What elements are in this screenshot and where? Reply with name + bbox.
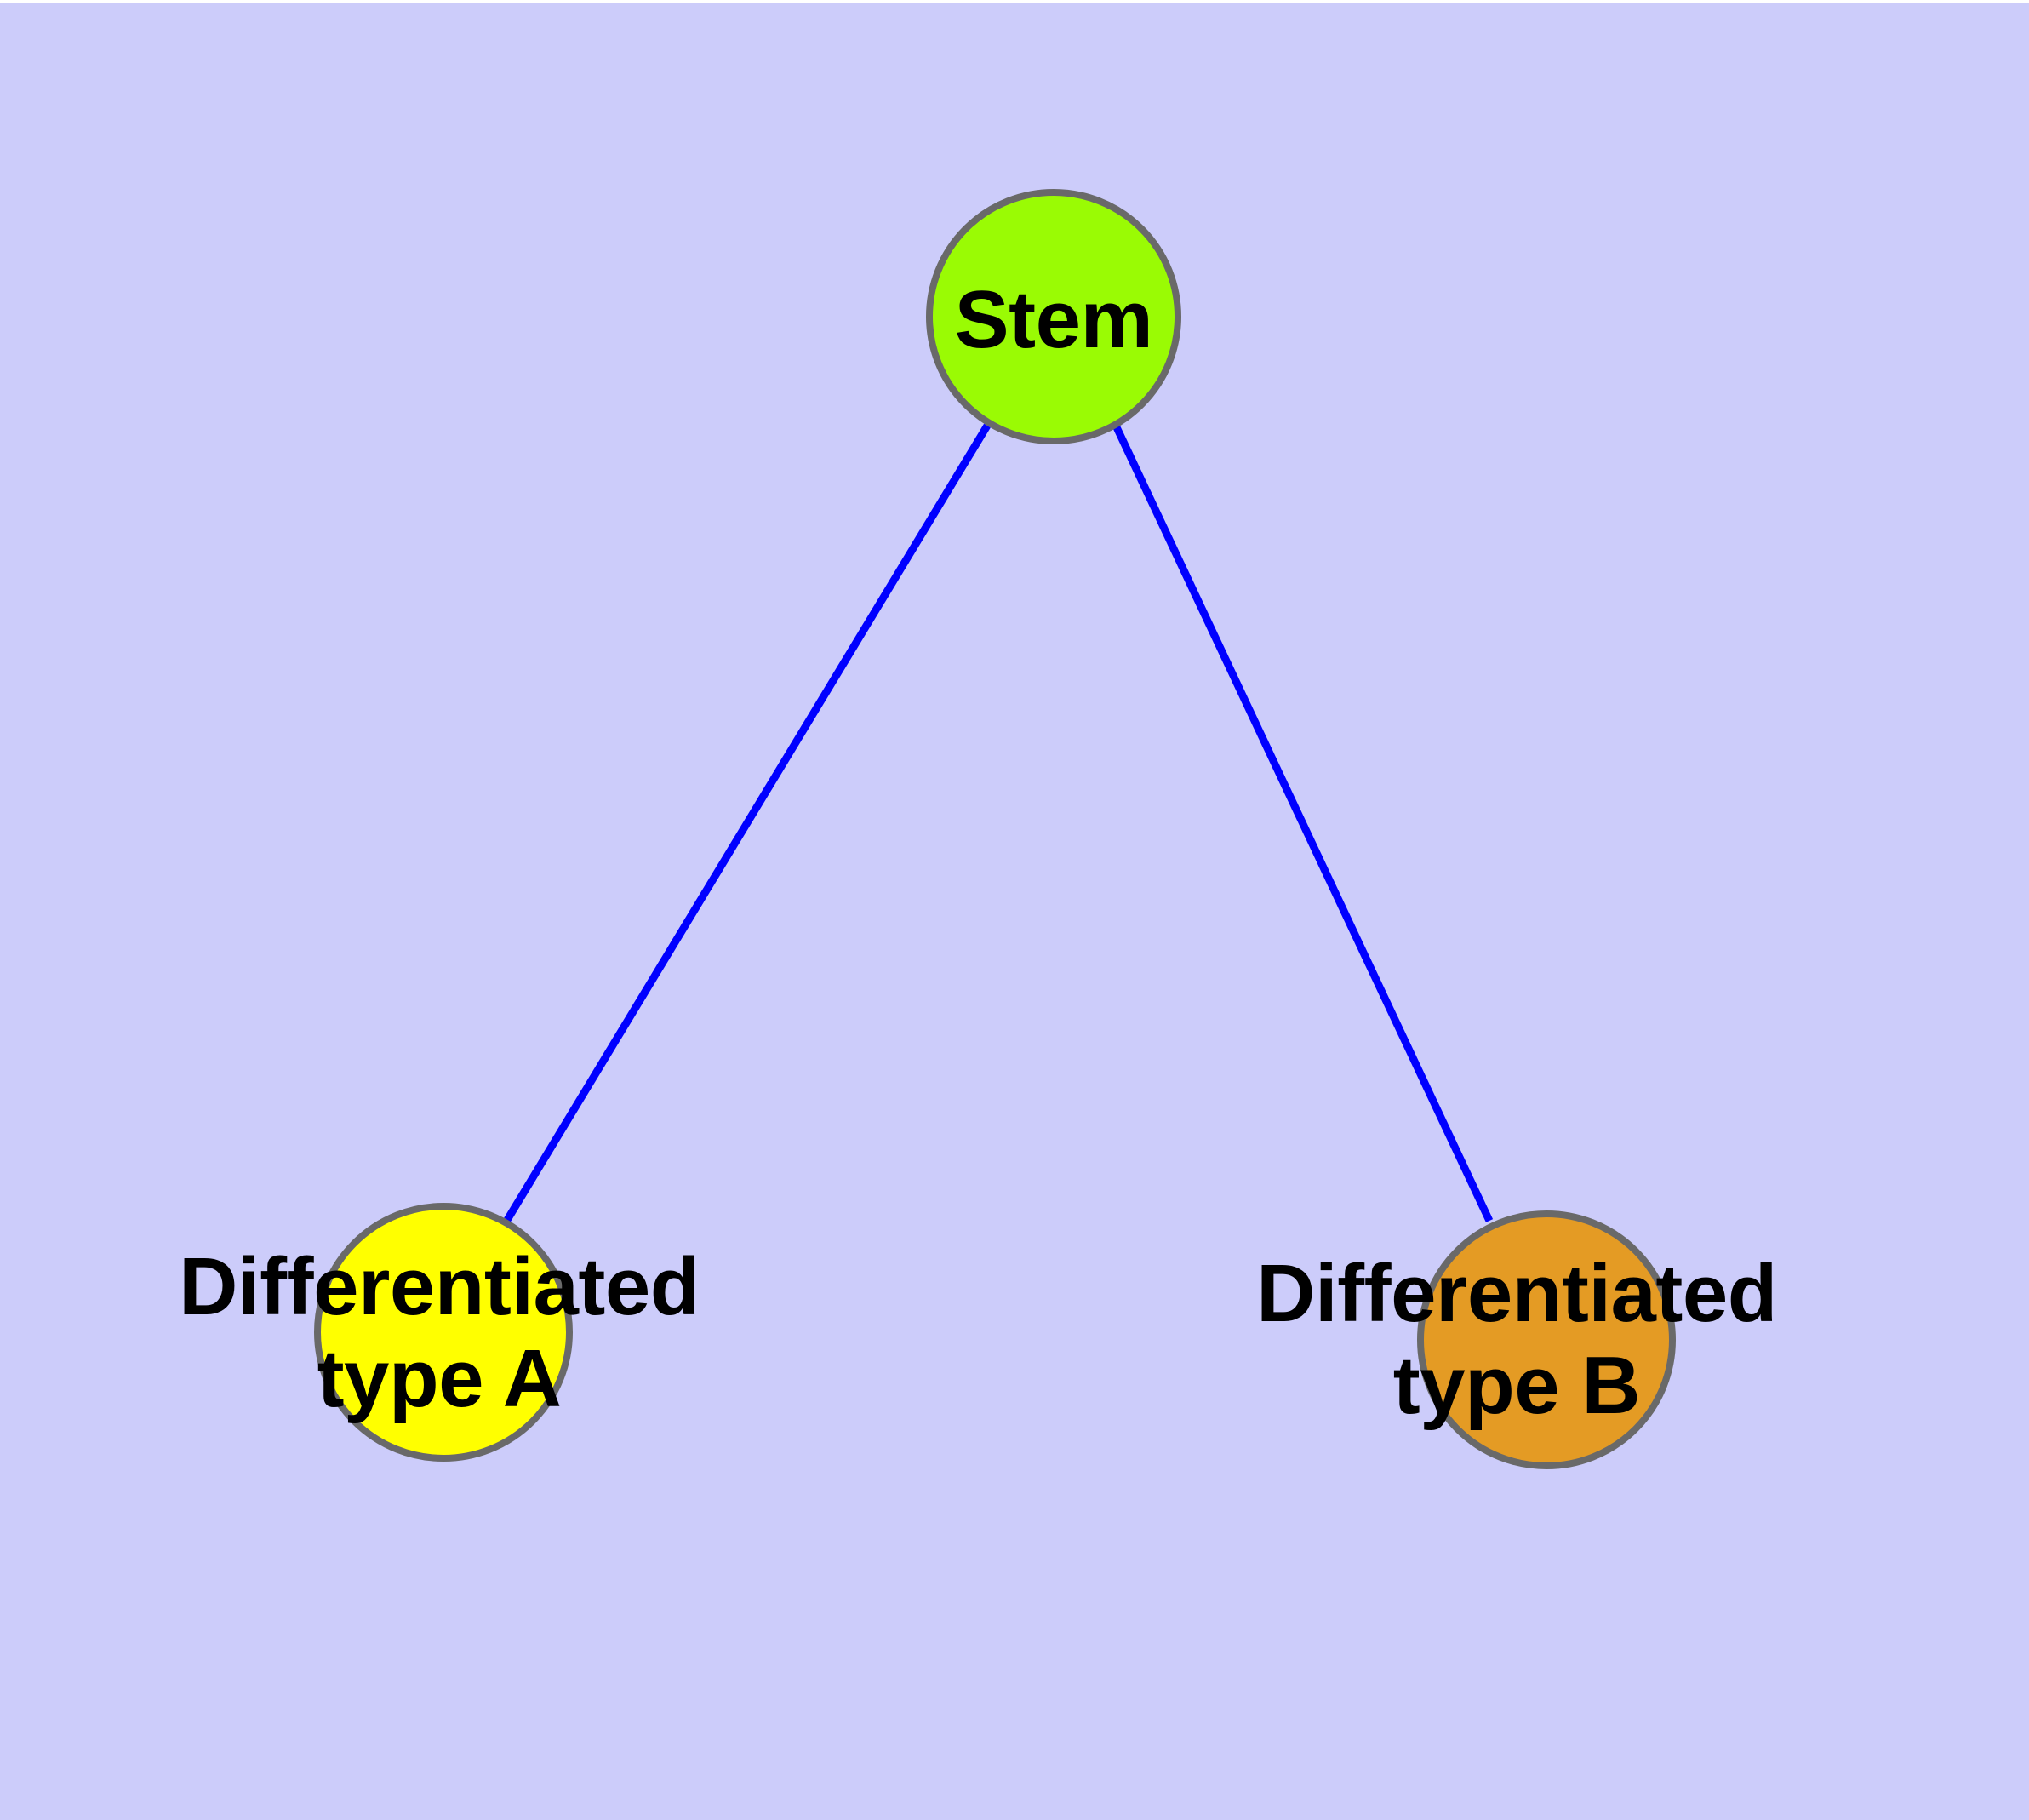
node-diff-a-circle[interactable] bbox=[314, 1203, 573, 1462]
node-layer bbox=[314, 189, 1676, 1469]
edge-stem-diff-b[interactable] bbox=[1112, 426, 1494, 1222]
edge-stem-diff-a[interactable] bbox=[504, 423, 991, 1222]
edge-layer bbox=[504, 423, 1494, 1222]
node-stem-circle[interactable] bbox=[926, 189, 1181, 444]
node-diff-b-circle[interactable] bbox=[1417, 1210, 1676, 1469]
